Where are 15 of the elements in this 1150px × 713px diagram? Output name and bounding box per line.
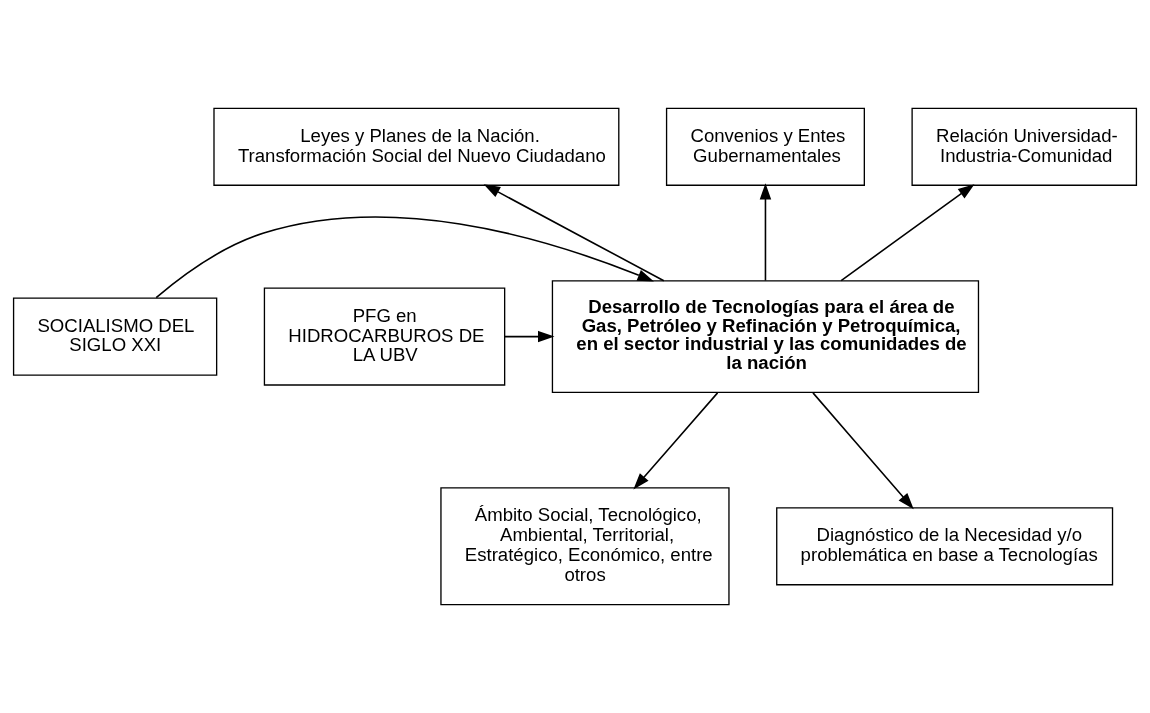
arrow [483, 184, 665, 282]
arrow [812, 392, 914, 510]
node-box: Ámbito Social, Tecnológico, Ambiental, Territorial, Estratégico, Económico, entre otros [440, 487, 730, 606]
node-box: Diagnóstico de la Necesidad y/o problemática en base a Tecnologías [776, 507, 1114, 586]
arrow [503, 330, 555, 343]
node-box: Leyes y Planes de la Nación. Transformación Social del Nuevo Ciudadano [213, 107, 620, 186]
node-box: Desarrollo de Tecnologías para el área de Gas, Petróleo y Refinación y Petroquímica, en el sector industrial y las comunidades de la nación [551, 280, 980, 393]
node-box: Convenios y Entes Gubernamentales [665, 107, 865, 186]
arrow [759, 183, 772, 282]
arrow [840, 184, 975, 282]
arrow [155, 216, 654, 299]
arrow [633, 392, 719, 490]
node-box: Relación Universidad-Industria-Comunidad [911, 107, 1138, 186]
node-box: SOCIALISMO DEL SIGLO XXI [12, 297, 218, 376]
node-box: PFG en HIDROCARBUROS DE LA UBV [263, 287, 506, 386]
